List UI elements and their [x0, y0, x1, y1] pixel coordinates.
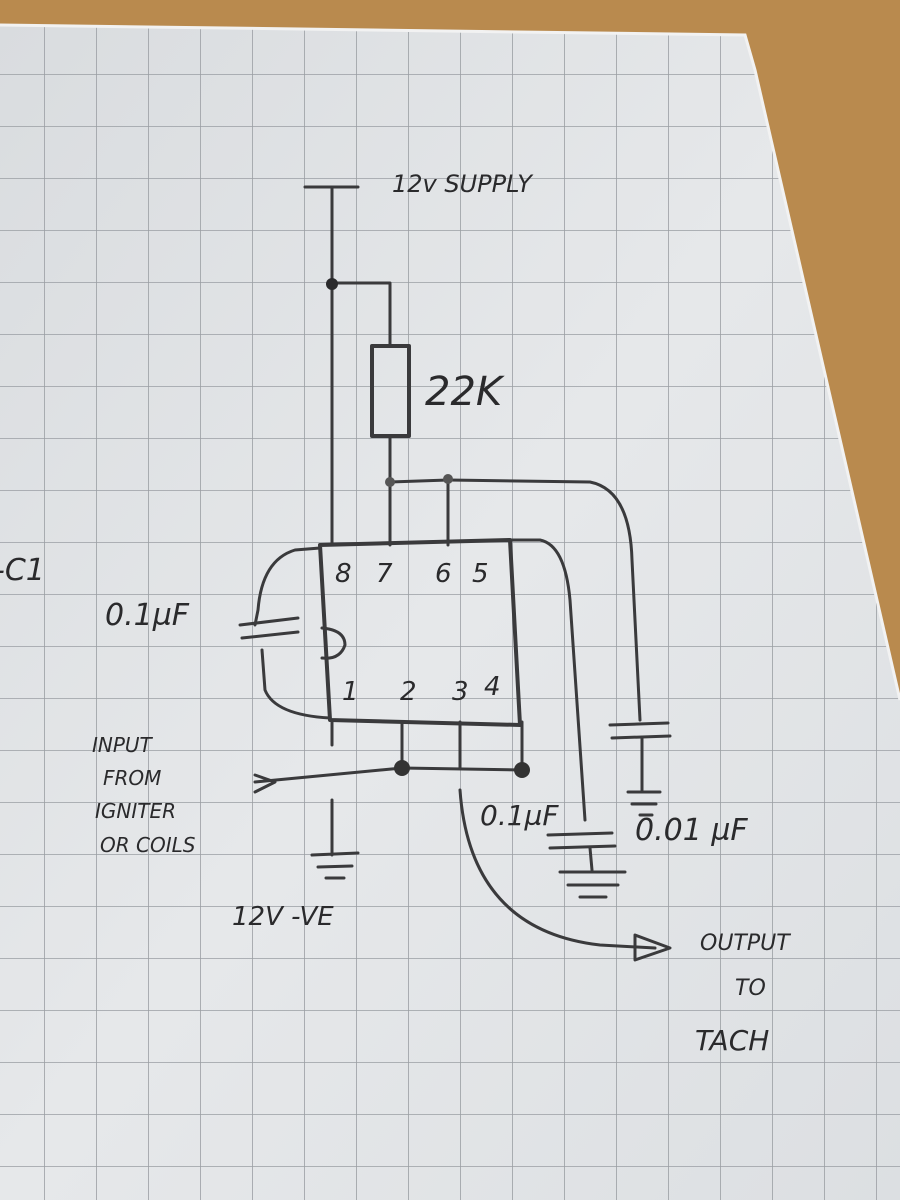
svg-text:OR COILS: OR COILS: [100, 833, 196, 857]
svg-text:1: 1: [342, 677, 359, 707]
label-control-cap: 0.01 µF: [635, 813, 748, 848]
svg-text:INPUT: INPUT: [92, 733, 154, 757]
svg-text:TO: TO: [735, 976, 766, 1001]
label-supply: 12v SUPPLY: [392, 170, 534, 198]
svg-text:3: 3: [452, 677, 469, 707]
graph-paper: [0, 23, 900, 1200]
ic-chip: [318, 538, 522, 727]
svg-text:6: 6: [435, 559, 452, 589]
label-timing-cap: 0.1µF: [105, 598, 190, 633]
svg-text:TACH: TACH: [695, 1024, 769, 1057]
svg-text:8: 8: [335, 559, 352, 589]
output-label: OUTPUT TO TACH: [695, 931, 791, 1057]
svg-text:5: 5: [472, 559, 489, 589]
ic-pin-numbers-bottom: 1 2 3 4: [342, 672, 501, 707]
svg-text:FROM: FROM: [103, 766, 161, 790]
svg-text:4: 4: [484, 672, 501, 702]
label-resistor: 22K: [425, 369, 505, 415]
circuit-wiring: [238, 185, 672, 962]
label-ground: 12V -VE: [232, 902, 334, 932]
svg-text:IGNITER: IGNITER: [95, 799, 176, 823]
svg-text:OUTPUT: OUTPUT: [700, 931, 791, 956]
svg-text:2: 2: [400, 677, 417, 707]
svg-text:7: 7: [376, 559, 393, 589]
ic-pin-numbers-top: 8 7 6 5: [335, 559, 489, 589]
label-edge-fragment: -C1: [0, 553, 45, 588]
label-output-cap: 0.1µF: [480, 799, 559, 832]
input-label: INPUT FROM IGNITER OR COILS: [92, 733, 196, 857]
